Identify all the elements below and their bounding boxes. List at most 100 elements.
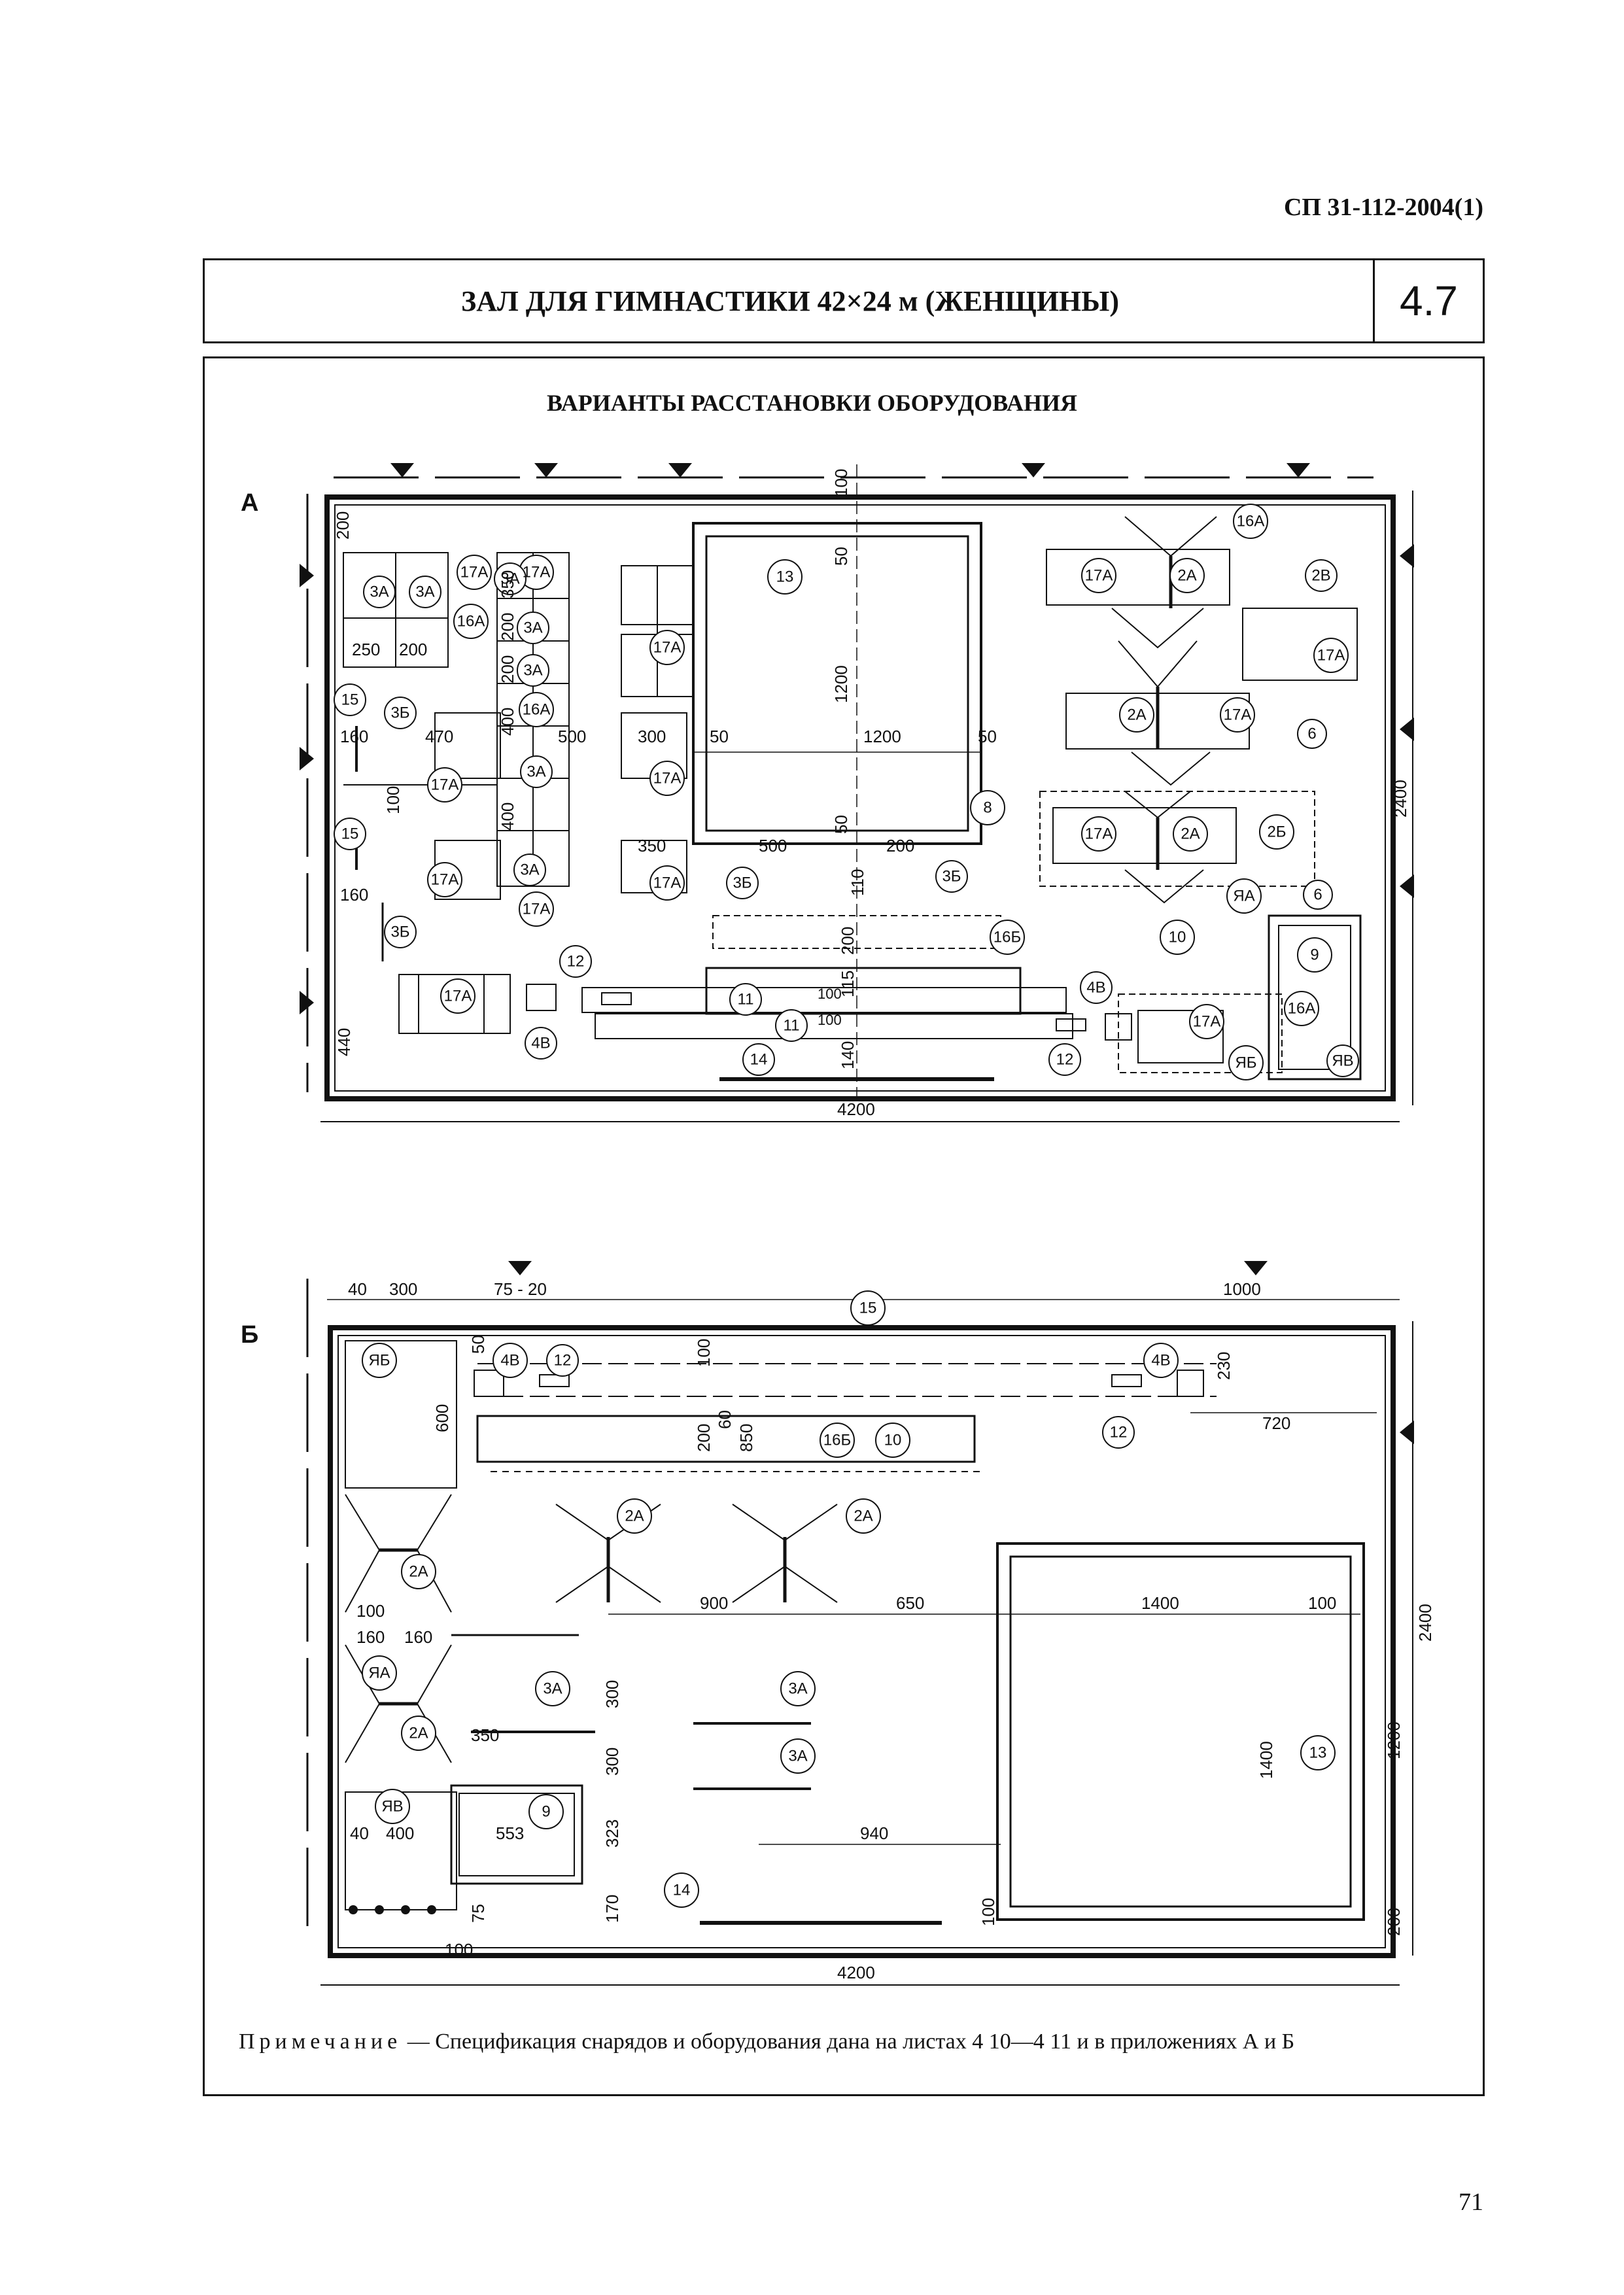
dim-label: 1000 (1223, 1279, 1261, 1299)
equipment-tag: 4В (1151, 1352, 1170, 1370)
equipment-tag: 3А (370, 583, 389, 601)
dim-label: 300 (602, 1680, 622, 1708)
dim-label: 110 (848, 869, 867, 896)
plan-b-label: Б (241, 1321, 259, 1349)
equipment-tag: 3А (543, 1680, 562, 1698)
equipment-tag: 3А (788, 1680, 807, 1698)
equipment-tag: 17А (1317, 647, 1345, 664)
equipment-tag: 2А (409, 1563, 428, 1581)
equipment-tag: 12 (554, 1352, 572, 1370)
equipment-tag: ЯА (1233, 888, 1254, 905)
dim-label: 50 (831, 815, 851, 834)
dim-label: 4200 (837, 1963, 875, 1982)
dim-label: 300 (389, 1279, 417, 1299)
drawing-frame (203, 356, 1485, 2096)
dim-label: 50 (710, 727, 729, 746)
dim-label: 1200 (831, 665, 851, 703)
equipment-tag: 3А (500, 570, 519, 588)
equipment-tag: 3А (415, 583, 434, 601)
dim-label: 940 (860, 1823, 888, 1843)
equipment-tag: 6 (1313, 886, 1322, 904)
dim-label: 440 (334, 1028, 354, 1056)
equipment-tag: 8 (983, 799, 992, 817)
dim-label: 160 (404, 1627, 432, 1647)
dim-label: 230 (1214, 1352, 1234, 1380)
dim-label: 200 (333, 511, 353, 540)
dim-label: 100 (818, 986, 842, 1002)
dim-label: 200 (694, 1424, 714, 1452)
equipment-tag: 2Б (1267, 823, 1286, 841)
equipment-tag: 10 (1169, 929, 1186, 946)
equipment-tag: 3А (520, 861, 539, 879)
dim-label: 100 (356, 1601, 385, 1621)
equipment-tag: 9 (1310, 946, 1319, 964)
dim-label: 50 (831, 547, 851, 566)
dim-label: 40 (350, 1823, 369, 1843)
title-block: ЗАЛ ДЛЯ ГИМНАСТИКИ 42×24 м (ЖЕНЩИНЫ) 4.7 (203, 258, 1485, 343)
dim-label: 200 (399, 640, 427, 659)
dim-label: 650 (896, 1593, 924, 1613)
dim-label: 200 (498, 613, 517, 641)
equipment-tag: 16А (1237, 513, 1265, 530)
dim-label: 50 (978, 727, 997, 746)
dim-label: 323 (602, 1820, 622, 1848)
dim-label: 300 (602, 1748, 622, 1776)
dim-label: 60 (715, 1410, 734, 1429)
plan-b-drawing: 40 300 75 - 20 1000 50 100 230 600 200 6… (306, 1261, 1435, 1986)
note-text: — Спецификация снарядов и оборудования д… (402, 2029, 1295, 2054)
equipment-tag: 17А (653, 874, 682, 892)
dim-label: 350 (638, 836, 666, 855)
dim-label: 553 (496, 1823, 524, 1843)
equipment-tag: 6 (1307, 725, 1316, 743)
dim-label: 500 (558, 727, 586, 746)
dim-label: 100 (818, 1012, 842, 1028)
equipment-tag: 15 (859, 1300, 877, 1317)
equipment-tag: 4В (500, 1352, 519, 1370)
equipment-tag: 2А (1177, 567, 1196, 585)
equipment-tag: 17А (431, 871, 459, 889)
equipment-tag: 16А (457, 613, 485, 630)
dim-label: 1400 (1256, 1741, 1276, 1779)
dim-label: 2400 (1415, 1604, 1435, 1642)
dim-label: 350 (471, 1725, 499, 1745)
dim-label: 4200 (837, 1099, 875, 1119)
equipment-tag: 17А (653, 639, 682, 657)
equipment-tag: 3А (523, 662, 542, 680)
equipment-tag: 17А (1224, 706, 1252, 724)
dim-label: 1200 (1384, 1721, 1404, 1759)
equipment-tag: 14 (750, 1051, 768, 1069)
sheet-title: ЗАЛ ДЛЯ ГИМНАСТИКИ 42×24 м (ЖЕНЩИНЫ) (460, 285, 1120, 317)
dim-label: 1400 (1141, 1593, 1179, 1613)
equipment-tag: 13 (1309, 1744, 1327, 1762)
page-number: 71 (1459, 2188, 1483, 2216)
dim-label: 300 (638, 727, 666, 746)
equipment-tag: ЯБ (368, 1352, 390, 1370)
dim-label: 100 (445, 1940, 473, 1959)
equipment-tag: ЯА (368, 1665, 390, 1682)
equipment-tag: 9 (542, 1803, 550, 1821)
equipment-tag: 17А (444, 988, 472, 1005)
dim-label: 160 (356, 1627, 385, 1647)
equipment-tag: 17А (460, 564, 489, 581)
equipment-tag: 12 (1056, 1051, 1074, 1069)
sheet-number: 4.7 (1373, 260, 1483, 341)
dim-label: 200 (886, 836, 914, 855)
dim-label: 200 (498, 655, 517, 683)
equipment-tag: 2В (1311, 567, 1330, 585)
equipment-tag: 16Б (823, 1432, 851, 1449)
equipment-tag: 3Б (390, 923, 409, 941)
dim-label: 900 (700, 1593, 728, 1613)
equipment-tag: 17А (523, 564, 551, 581)
dim-label: 100 (831, 469, 851, 497)
dim-label: 850 (736, 1424, 756, 1452)
plan-a-label: А (241, 489, 259, 517)
equipment-tag: 10 (884, 1432, 902, 1449)
equipment-tag: 3А (788, 1748, 807, 1765)
dim-label: 40 (348, 1279, 367, 1299)
equipment-tag: 2А (1181, 825, 1200, 843)
equipment-tag: 3А (527, 763, 545, 781)
equipment-tag: 15 (341, 691, 359, 709)
dim-label: 100 (978, 1898, 998, 1926)
dim-label: 500 (759, 836, 787, 855)
dim-label: 100 (694, 1339, 714, 1367)
